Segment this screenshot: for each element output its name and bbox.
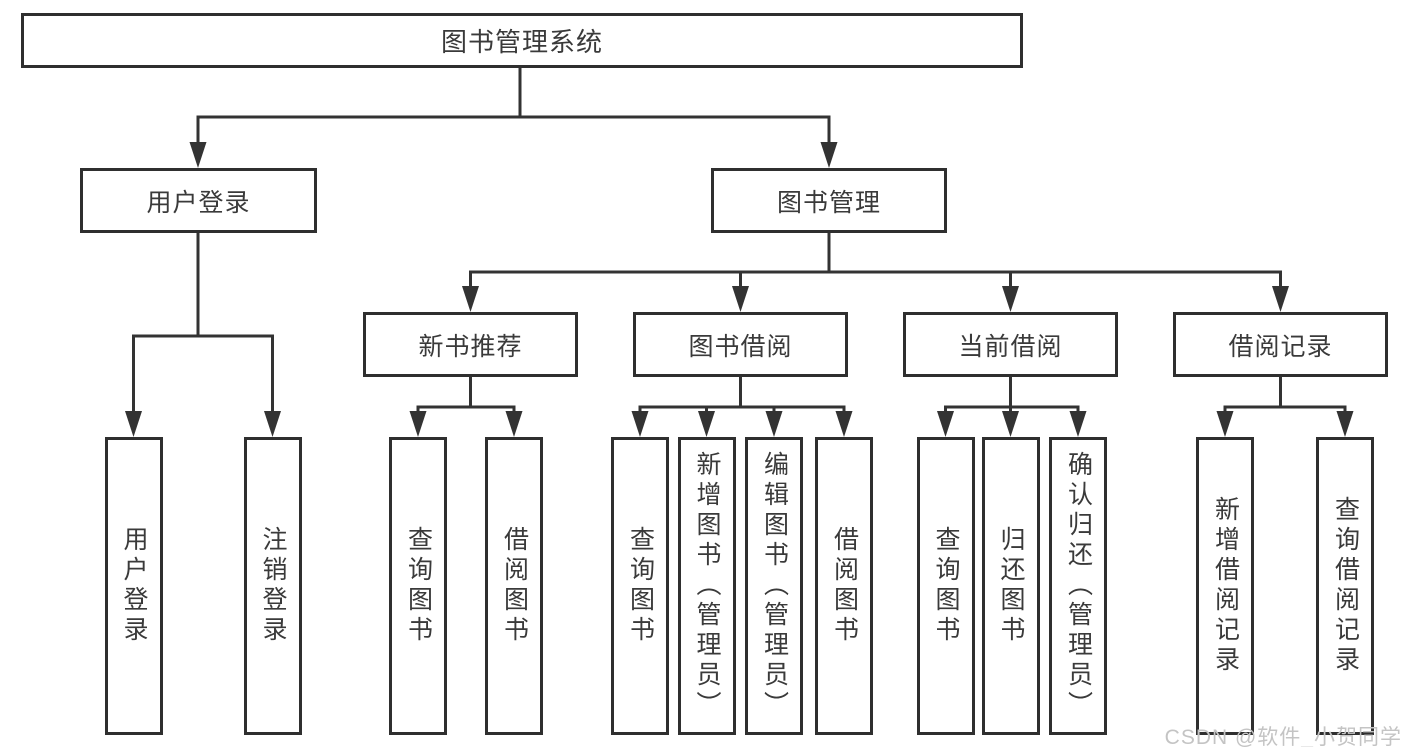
node-user-login: 用户登录 [80, 168, 317, 233]
arrowheads [125, 142, 1354, 437]
node-new-book-recommend: 新书推荐 [363, 312, 578, 377]
leaf-query-book-3: 查询图书 [916, 437, 975, 735]
leaf-return-book: 归还图书 [981, 437, 1040, 735]
node-book-management: 图书管理 [711, 168, 947, 233]
node-current-borrow: 当前借阅 [903, 312, 1118, 377]
leaf-borrow-book-2: 借阅图书 [815, 437, 873, 735]
leaf-query-book-1: 查询图书 [389, 437, 447, 735]
leaf-borrow-book-1: 借阅图书 [485, 437, 543, 735]
leaf-user-login: 用户登录 [104, 437, 163, 735]
node-root: 图书管理系统 [21, 13, 1023, 68]
leaf-add-borrow-record: 新增借阅记录 [1196, 437, 1254, 735]
node-borrow-records: 借阅记录 [1173, 312, 1388, 377]
leaf-confirm-return-admin: 确认归还（管理员） [1049, 437, 1107, 735]
leaf-query-book-2: 查询图书 [611, 437, 669, 735]
leaf-edit-book-admin: 编辑图书（管理员） [745, 437, 803, 735]
leaf-query-borrow-record: 查询借阅记录 [1316, 437, 1374, 735]
node-book-borrow: 图书借阅 [633, 312, 848, 377]
leaf-add-book-admin: 新增图书（管理员） [677, 437, 736, 735]
csdn-watermark: CSDN @软件_小贺同学 [1164, 726, 1402, 747]
leaf-logout: 注销登录 [243, 437, 302, 735]
